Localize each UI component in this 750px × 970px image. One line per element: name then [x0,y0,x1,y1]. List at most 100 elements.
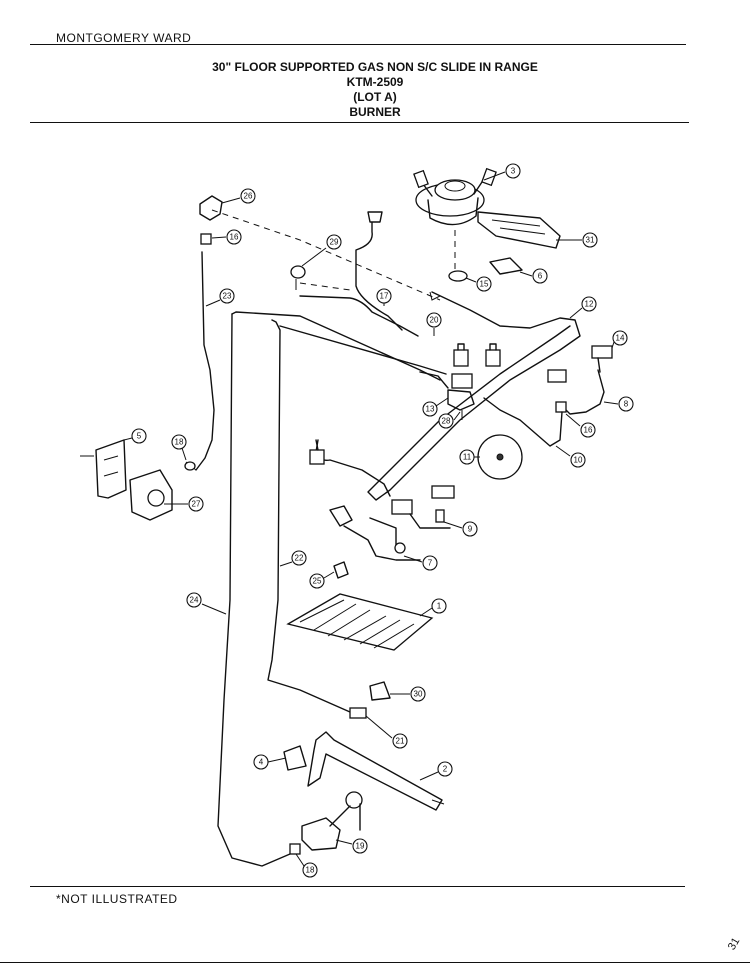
callout-28: 28 [438,411,461,429]
oven-orifice [349,707,367,719]
svg-text:8: 8 [624,400,629,409]
callout-1: 1 [419,598,447,617]
title-line-4: BURNER [349,105,401,119]
title-rule [30,122,689,123]
callout-10: 10 [555,445,586,468]
svg-text:3: 3 [511,167,516,176]
svg-text:24: 24 [190,596,199,605]
svg-text:2: 2 [443,765,448,774]
air-shutter [283,745,307,771]
footnote-not-illustrated: *NOT ILLUSTRATED [56,892,178,906]
callout-30: 30 [390,686,426,702]
callout-15: 15 [465,276,492,292]
callout-31: 31 [556,232,598,248]
callout-16-right: 16 [565,413,596,438]
svg-text:19: 19 [356,842,365,851]
supply-tube-left [195,251,215,471]
svg-text:18: 18 [175,438,184,447]
burner-bracket [477,211,561,249]
callout-26: 26 [221,188,256,204]
callout-24: 24 [186,592,227,615]
callout-12: 12 [569,296,597,319]
callout-25: 25 [309,571,335,589]
top-burner-head [413,167,497,226]
manifold-pipe [367,291,581,501]
svg-text:22: 22 [295,554,304,563]
svg-text:1: 1 [437,602,442,611]
svg-text:11: 11 [463,453,472,462]
callout-9: 9 [443,521,478,537]
footer-rule [30,886,685,887]
mounting-clip [489,257,523,275]
svg-text:21: 21 [396,737,405,746]
header-rule [30,44,686,45]
svg-text:15: 15 [480,280,489,289]
page-title: 30" FLOOR SUPPORTED GAS NON S/C SLIDE IN… [0,60,750,120]
callout-7: 7 [403,555,438,571]
callout-19: 19 [335,838,368,854]
oven-burner-tube [307,731,443,811]
orifice-hood-tube [315,439,391,497]
svg-text:12: 12 [585,300,594,309]
svg-text:5: 5 [137,432,142,441]
callout-22: 22 [279,550,307,567]
svg-text:6: 6 [538,272,543,281]
svg-text:13: 13 [426,405,435,414]
callout-18-bottom: 18 [295,853,318,878]
orifice-bracket [369,681,391,701]
grommet [448,270,468,282]
callout-27: 27 [164,496,204,512]
title-line-3: (LOT A) [353,90,397,104]
fitting-nut [200,233,212,245]
svg-text:25: 25 [313,577,322,586]
callout-20: 20 [426,312,442,336]
svg-text:16: 16 [584,426,593,435]
igniter-wire [559,369,605,415]
callout-2: 2 [419,761,453,781]
burner-valves [391,343,613,515]
callout-4: 4 [253,754,287,770]
svg-text:18: 18 [306,866,315,875]
pilot-cap [333,561,349,579]
valve-bracket [95,439,127,499]
gas-tube-22 [231,311,441,381]
callout-6: 6 [519,268,548,284]
gas-tube-24 [217,313,291,867]
svg-text:29: 29 [330,238,339,247]
title-line-1: 30" FLOOR SUPPORTED GAS NON S/C SLIDE IN… [212,60,538,74]
svg-text:14: 14 [616,334,625,343]
svg-text:16: 16 [230,233,239,242]
svg-text:7: 7 [428,559,433,568]
svg-text:27: 27 [192,500,201,509]
orifice-tube [355,211,403,331]
oven-burner [286,593,434,651]
svg-text:23: 23 [223,292,232,301]
gas-tube-inner [267,319,351,713]
svg-text:4: 4 [259,758,264,767]
pilot-assembly [447,389,475,411]
svg-text:30: 30 [414,690,423,699]
oven-thermostat [129,469,173,521]
callout-14: 14 [611,330,628,349]
callout-5: 5 [123,428,147,444]
bottom-edge-rule [0,962,750,963]
title-line-2: KTM-2509 [346,75,404,89]
safety-valve [301,817,341,851]
callout-11: 11 [459,449,480,465]
brand-name: MONTGOMERY WARD [56,31,192,45]
oven-ignitor [329,505,353,527]
callout-23: 23 [205,288,235,307]
elbow-fitting [199,195,223,221]
svg-text:31: 31 [586,236,595,245]
callout-29: 29 [301,234,342,267]
svg-text:26: 26 [244,192,253,201]
callout-21: 21 [365,715,408,749]
callout-3: 3 [483,163,521,181]
callout-13: 13 [422,397,449,417]
callout-16-top: 16 [211,229,242,245]
svg-text:17: 17 [380,292,389,301]
svg-text:20: 20 [430,316,439,325]
svg-text:28: 28 [442,417,451,426]
callout-8: 8 [603,396,634,412]
